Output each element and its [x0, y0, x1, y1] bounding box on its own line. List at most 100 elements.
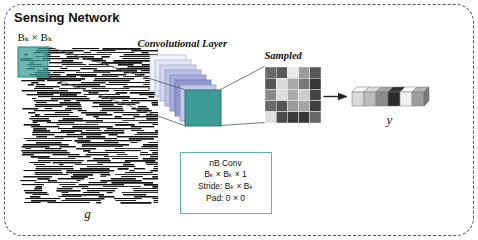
image-stripe: [23, 144, 68, 146]
image-stripe: [38, 158, 76, 160]
image-stripe: [116, 92, 128, 94]
image-stripe: [99, 196, 115, 198]
image-stripe: [106, 84, 127, 85]
image-stripe: [71, 176, 88, 178]
grid-cell: [287, 78, 298, 89]
image-stripe: [151, 170, 158, 171]
image-stripe: [131, 100, 158, 101]
image-stripe: [146, 118, 158, 120]
panel-title: Sensing Network: [14, 10, 119, 25]
image-stripe: [24, 202, 40, 203]
image-stripe: [100, 174, 110, 176]
image-stripe: [112, 158, 139, 159]
cube-front: [388, 92, 400, 106]
image-stripe: [47, 122, 74, 123]
image-stripe: [143, 178, 158, 180]
grid-cell: [310, 112, 321, 123]
image-stripe: [31, 200, 56, 202]
image-stripe: [55, 136, 83, 137]
block-highlight: [18, 47, 48, 77]
image-stripe: [32, 98, 36, 100]
image-stripe: [55, 112, 73, 113]
image-stripe: [92, 106, 122, 107]
grid-cell: [276, 78, 287, 89]
image-stripe: [83, 192, 100, 193]
image-stripe: [74, 140, 90, 142]
image-stripe: [32, 132, 74, 133]
image-stripe: [65, 66, 114, 68]
image-stripe: [32, 134, 54, 135]
image-stripe: [122, 114, 139, 115]
image-stripe: [21, 80, 45, 81]
panel: Sensing NetworkBₖ × BₖgConvolutional Lay…: [4, 4, 474, 236]
image-stripe: [109, 82, 155, 83]
flow-arrow: [324, 96, 347, 97]
image-stripe: [33, 122, 38, 123]
image-stripe: [134, 196, 158, 198]
connector-group: [48, 47, 347, 126]
image-stripe: [36, 166, 73, 167]
vector-node: y: [350, 86, 430, 107]
image-stripe: [83, 150, 90, 152]
grid-cell: [265, 89, 276, 100]
image-stripe: [154, 166, 158, 167]
image-stripe: [24, 170, 62, 171]
image-stripe: [131, 130, 144, 132]
image-stripe: [122, 120, 157, 122]
image-stripe: [97, 52, 135, 54]
kernel-square: [185, 90, 221, 126]
image-stripe: [75, 164, 103, 166]
image-stripe: [115, 124, 135, 126]
image-stripe: [33, 120, 51, 122]
image-stripe: [146, 164, 158, 166]
image-stripe: [67, 134, 102, 135]
grid-cell: [287, 89, 298, 100]
conv-node: Convolutional Layer: [150, 55, 221, 126]
cube-front: [352, 92, 364, 106]
image-stripe: [108, 134, 117, 135]
image-stripe: [93, 158, 109, 159]
image-stripe: [107, 128, 142, 129]
image-stripe: [152, 152, 158, 153]
image-stripe: [86, 154, 109, 155]
image-stripe: [32, 194, 48, 196]
cube-front: [412, 92, 424, 106]
image-stripe: [86, 136, 105, 138]
image-stripe: [35, 186, 42, 188]
image-stripe: [35, 174, 68, 176]
image-stripe: [66, 172, 110, 173]
image-stripe: [26, 140, 71, 141]
image-stripe: [145, 162, 158, 163]
image-stripe: [152, 176, 158, 178]
image-stripe: [36, 142, 62, 144]
image-stripe: [88, 152, 125, 154]
image-stripe: [86, 122, 129, 124]
image-stripe: [134, 134, 158, 136]
grid-cell: [299, 101, 310, 112]
grid-cell: [265, 112, 276, 123]
image-stripe: [101, 56, 109, 58]
image-stripe: [36, 102, 47, 103]
grid-cell: [287, 112, 298, 123]
image-stripe: [133, 116, 158, 117]
param-text: Stride: Bₖ × Bₖ: [198, 181, 253, 193]
image-stripe: [38, 160, 84, 161]
image-stripe: [58, 128, 100, 129]
image-stripe: [80, 168, 110, 170]
image-stripe: [125, 160, 156, 162]
image-stripe: [29, 118, 49, 119]
image-stripe: [97, 162, 130, 163]
image-stripe: [102, 108, 123, 109]
image-stripe: [114, 198, 142, 199]
image-stripe: [84, 52, 91, 53]
image-stripe: [131, 50, 158, 51]
image-stripe: [121, 176, 143, 177]
image-stripe: [138, 106, 147, 107]
image-stripe: [80, 76, 118, 78]
image-stripe: [102, 62, 143, 64]
image-stripe: [104, 130, 124, 131]
cube-front: [376, 92, 388, 106]
image-stripe: [28, 84, 34, 86]
image-stripe: [81, 82, 105, 83]
image-stripe: [62, 194, 104, 196]
